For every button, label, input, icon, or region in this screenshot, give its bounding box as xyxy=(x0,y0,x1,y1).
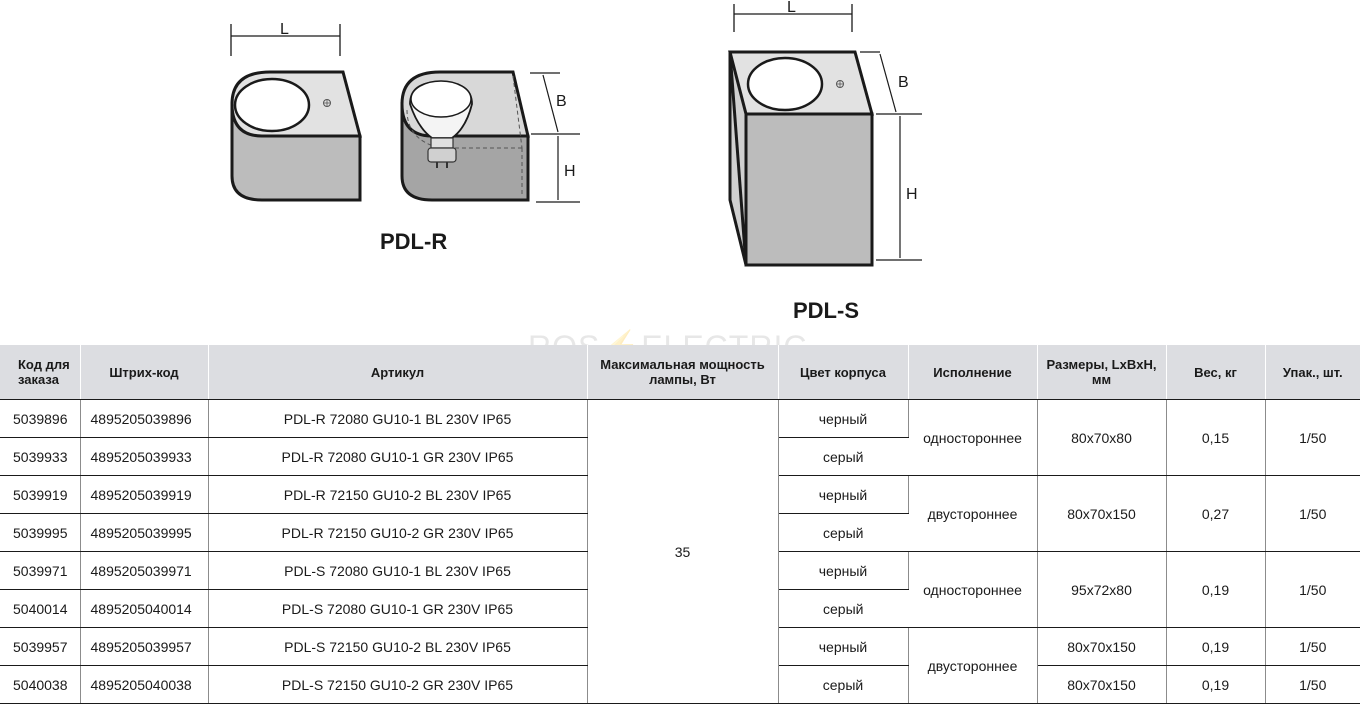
cell-pack: 1/50 xyxy=(1265,399,1360,476)
cell-execution: двустороннее xyxy=(908,627,1038,704)
pdl-r-dim-h: H xyxy=(564,163,576,180)
drawings-svg: L B H L B H xyxy=(230,0,922,267)
cell-pack: 1/50 xyxy=(1265,627,1360,666)
cell-execution: двустороннее xyxy=(908,475,1038,552)
cell-code: 5039896 xyxy=(0,399,81,438)
table-row: 5039896 4895205039896 PDL-R 72080 GU10-1… xyxy=(0,399,1360,704)
header-barcode: Штрих-код xyxy=(80,345,209,400)
cell-article: PDL-R 72150 GU10-2 BL 230V IP65 xyxy=(208,475,588,514)
header-pack: Упак., шт. xyxy=(1265,345,1360,400)
header-weight: Вес, кг xyxy=(1166,345,1266,400)
header-execution: Исполнение xyxy=(908,345,1038,400)
cell-size: 80x70x150 xyxy=(1037,627,1167,666)
cell-weight: 0,15 xyxy=(1166,399,1266,476)
cell-article: PDL-S 72080 GU10-1 GR 230V IP65 xyxy=(208,589,588,628)
cell-color: черный xyxy=(778,551,909,590)
cell-weight: 0,19 xyxy=(1166,665,1266,704)
pdl-s-dim-h: H xyxy=(906,186,918,203)
header-power: Максимальная мощность лампы, Вт xyxy=(587,345,779,400)
cell-code: 5039919 xyxy=(0,475,81,514)
table-row: 5040038 4895205040038 PDL-S 72150 GU10-2… xyxy=(0,665,1360,704)
cell-color: серый xyxy=(778,665,909,704)
cell-weight: 0,19 xyxy=(1166,551,1266,628)
cell-size: 80x70x150 xyxy=(1037,665,1167,704)
cell-pack: 1/50 xyxy=(1265,551,1360,628)
cell-weight: 0,27 xyxy=(1166,475,1266,552)
cell-color: серый xyxy=(778,589,908,628)
cell-pack: 1/50 xyxy=(1265,475,1360,552)
cell-barcode: 4895205039971 xyxy=(80,551,209,590)
cell-article: PDL-R 72080 GU10-1 GR 230V IP65 xyxy=(208,437,588,476)
cell-execution: одностороннее xyxy=(908,399,1038,476)
cell-pack: 1/50 xyxy=(1265,665,1360,704)
header-article: Артикул xyxy=(208,345,588,400)
pdl-s-dim-l: L xyxy=(787,0,796,16)
pdl-r-front-drawing xyxy=(230,24,362,202)
cell-color: черный xyxy=(778,475,909,514)
table-row: 5039971 4895205039971 PDL-S 72080 GU10-1… xyxy=(0,551,1360,628)
cell-code: 5040014 xyxy=(0,589,81,628)
pdl-r-label: PDL-R xyxy=(380,229,448,254)
cell-barcode: 4895205040038 xyxy=(80,665,209,704)
product-drawings: L B H L B H PDL-R PDL-S ROS⚡ELECTRIC xyxy=(0,0,1360,365)
cell-code: 5040038 xyxy=(0,665,81,704)
cell-barcode: 4895205039896 xyxy=(80,399,209,438)
cell-code: 5039971 xyxy=(0,551,81,590)
cell-barcode: 4895205039957 xyxy=(80,627,209,666)
table-row: 5039995 4895205039995 PDL-R 72150 GU10-2… xyxy=(0,513,1360,552)
cell-color: черный xyxy=(778,399,909,438)
cell-size: 80x70x150 xyxy=(1037,475,1167,552)
pdl-r-dim-b: B xyxy=(556,93,567,110)
header-size: Размеры, LxBxH, мм xyxy=(1037,345,1167,400)
cell-size: 95x72x80 xyxy=(1037,551,1167,628)
pdl-r-dim-l: L xyxy=(280,21,289,38)
cell-article: PDL-S 72150 GU10-2 GR 230V IP65 xyxy=(208,665,588,704)
pdl-s-drawing xyxy=(728,4,922,267)
header-code: Код для заказа xyxy=(0,345,81,400)
pdl-r-section-drawing xyxy=(400,70,580,203)
spec-table: Код для заказа Штрих-код Артикул Максима… xyxy=(0,345,1360,704)
pdl-s-dim-b: B xyxy=(898,74,909,91)
table-header-row: Код для заказа Штрих-код Артикул Максима… xyxy=(0,345,1360,400)
cell-article: PDL-S 72080 GU10-1 BL 230V IP65 xyxy=(208,551,588,590)
table-row: 5039957 4895205039957 PDL-S 72150 GU10-2… xyxy=(0,627,1360,704)
cell-execution: одностороннее xyxy=(908,551,1038,628)
cell-code: 5039957 xyxy=(0,627,81,666)
cell-color: черный xyxy=(778,627,909,666)
cell-barcode: 4895205039933 xyxy=(80,437,209,476)
cell-article: PDL-R 72150 GU10-2 GR 230V IP65 xyxy=(208,513,588,552)
cell-article: PDL-R 72080 GU10-1 BL 230V IP65 xyxy=(208,399,588,438)
table-row: 5039919 4895205039919 PDL-R 72150 GU10-2… xyxy=(0,475,1360,552)
cell-article: PDL-S 72150 GU10-2 BL 230V IP65 xyxy=(208,627,588,666)
cell-power: 35 xyxy=(587,399,779,704)
cell-weight: 0,19 xyxy=(1166,627,1266,666)
header-color: Цвет корпуса xyxy=(778,345,909,400)
cell-code: 5039933 xyxy=(0,437,81,476)
cell-size: 80x70x80 xyxy=(1037,399,1167,476)
cell-color: серый xyxy=(778,437,908,476)
cell-barcode: 4895205039919 xyxy=(80,475,209,514)
cell-color: серый xyxy=(778,513,908,552)
cell-barcode: 4895205040014 xyxy=(80,589,209,628)
cell-barcode: 4895205039995 xyxy=(80,513,209,552)
pdl-s-label: PDL-S xyxy=(793,298,859,323)
table-row: 5039933 4895205039933 PDL-R 72080 GU10-1… xyxy=(0,437,1360,476)
cell-code: 5039995 xyxy=(0,513,81,552)
table-row: 5040014 4895205040014 PDL-S 72080 GU10-1… xyxy=(0,589,1360,628)
